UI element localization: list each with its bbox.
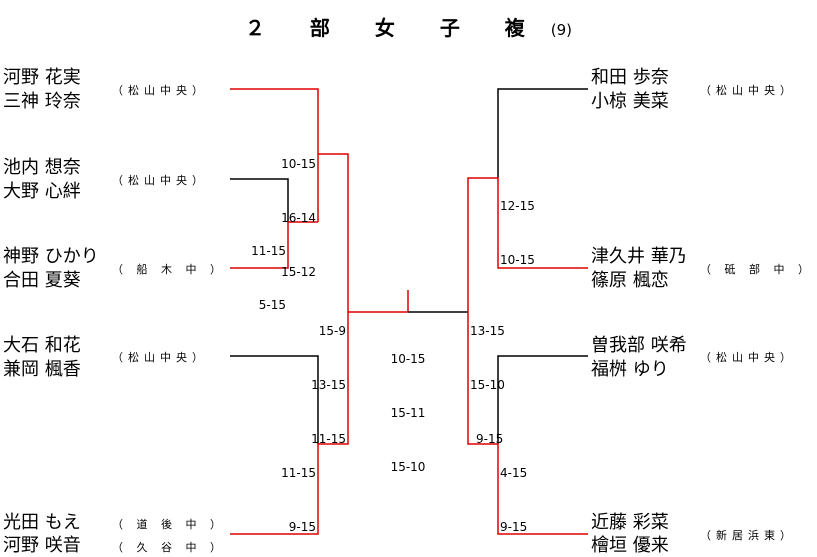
line-right-e1 bbox=[497, 88, 588, 178]
score-line: 15-11 bbox=[390, 406, 426, 420]
left-entry-3-player2: 合田 夏葵 bbox=[3, 270, 81, 291]
right-entry-3-school: （松山中央） bbox=[700, 351, 796, 364]
line-left-e4 bbox=[230, 355, 319, 444]
score-line: 9-15 bbox=[476, 432, 504, 446]
score-line: 11-15 bbox=[311, 432, 346, 446]
score-left-sf: 15-9 13-15 11-15 bbox=[292, 286, 346, 466]
left-entry-5-player2: 河野 咲音 bbox=[3, 535, 81, 556]
left-entry-4-player1: 大石 和花 bbox=[3, 335, 81, 356]
score-line: 15-10 bbox=[390, 460, 426, 474]
score-line: 13-15 bbox=[311, 378, 346, 392]
right-entry-3-player1: 曽我部 咲希 bbox=[591, 335, 687, 356]
score-line: 13-15 bbox=[470, 324, 505, 338]
left-entry-4-school: （松山中央） bbox=[112, 351, 208, 364]
line-left-e5 bbox=[230, 312, 349, 535]
line-left-e2 bbox=[230, 178, 289, 222]
left-entry-1-player2: 三神 玲奈 bbox=[3, 91, 81, 112]
score-line: 9-15 bbox=[500, 520, 528, 534]
score-line: 9-15 bbox=[288, 520, 316, 534]
left-entry-3-player1: 神野 ひかり bbox=[3, 246, 99, 267]
score-line: 10-15 bbox=[281, 157, 316, 171]
right-entry-1-player2: 小椋 美菜 bbox=[591, 91, 669, 112]
left-entry-5-school2: （ 久 谷 中 ） bbox=[112, 541, 226, 554]
score-line: 12-15 bbox=[500, 199, 535, 213]
right-entry-1-school: （松山中央） bbox=[700, 84, 796, 97]
line-right-e2 bbox=[467, 177, 588, 312]
score-line: 4-15 bbox=[500, 466, 528, 480]
score-final: 10-15 15-11 15-10 bbox=[380, 314, 436, 494]
line-left-e1 bbox=[230, 88, 319, 222]
score-left-qf2: 11-15 9-15 bbox=[262, 428, 316, 554]
line-right-e4 bbox=[467, 312, 588, 535]
score-line: 15-10 bbox=[470, 378, 505, 392]
score-line: 15-9 bbox=[318, 324, 346, 338]
score-right-qf1: 12-15 10-15 bbox=[500, 161, 554, 287]
right-entry-2-player2: 篠原 楓恋 bbox=[591, 270, 669, 291]
right-entry-2-school: （ 砥 部 中 ） bbox=[700, 263, 814, 276]
line-left-qf1 bbox=[318, 153, 349, 312]
score-line: 5-15 bbox=[258, 298, 286, 312]
score-line: 10-15 bbox=[390, 352, 426, 366]
score-line: 10-15 bbox=[500, 253, 535, 267]
left-entry-4-player2: 兼岡 楓香 bbox=[3, 359, 81, 380]
right-entry-4-player1: 近藤 彩菜 bbox=[591, 512, 669, 533]
right-entry-2-player1: 津久井 華乃 bbox=[591, 246, 687, 267]
score-line: 16-14 bbox=[281, 211, 316, 225]
right-entry-3-player2: 福桝 ゆり bbox=[591, 359, 669, 380]
score-right-sf: 13-15 15-10 9-15 bbox=[470, 286, 524, 466]
left-entry-2-school: （松山中央） bbox=[112, 174, 208, 187]
score-line: 11-15 bbox=[281, 466, 316, 480]
score-line: 11-15 bbox=[251, 244, 286, 258]
right-entry-1-player1: 和田 歩奈 bbox=[591, 67, 669, 88]
right-entry-4-school: （新居浜東） bbox=[700, 529, 796, 542]
right-entry-4-player2: 檜垣 優来 bbox=[591, 535, 669, 556]
left-entry-5-player1: 光田 もえ bbox=[3, 512, 81, 533]
title-sub: (9) bbox=[550, 21, 573, 39]
score-right-qf2: 4-15 9-15 bbox=[500, 428, 554, 554]
line-right-e3 bbox=[497, 355, 588, 444]
title-text: ２ 部 女 子 複 bbox=[244, 16, 544, 40]
score-line: 15-12 bbox=[281, 265, 316, 279]
left-entry-2-player1: 池内 想奈 bbox=[3, 157, 81, 178]
line-left-e3 bbox=[230, 221, 318, 269]
left-entry-1-player1: 河野 花実 bbox=[3, 67, 81, 88]
left-entry-1-school: （松山中央） bbox=[112, 84, 208, 97]
left-entry-5-school1: （ 道 後 中 ） bbox=[112, 518, 226, 531]
page-title: ２ 部 女 子 複 (9) bbox=[0, 12, 817, 41]
score-left-qf: 10-15 16-14 15-12 bbox=[262, 119, 316, 299]
left-entry-2-player2: 大野 心絆 bbox=[3, 181, 81, 202]
score-left-r1: 11-15 5-15 bbox=[232, 206, 286, 332]
left-entry-3-school: （ 船 木 中 ） bbox=[112, 263, 226, 276]
